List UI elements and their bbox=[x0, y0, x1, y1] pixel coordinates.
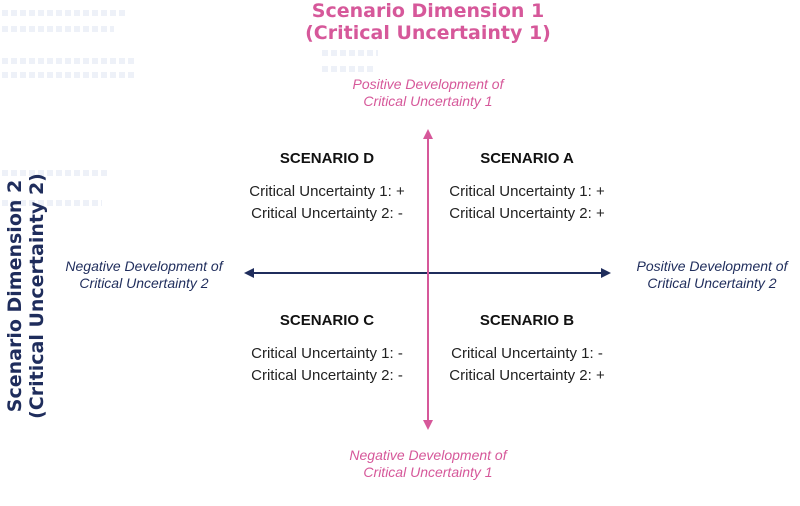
positive-cu2-label: Positive Development of Critical Uncerta… bbox=[600, 258, 800, 292]
vertical-axis bbox=[423, 129, 433, 430]
scenario-d-cu2: Critical Uncertainty 2: - bbox=[251, 205, 403, 222]
scenario-a-title: SCENARIO A bbox=[480, 150, 574, 167]
positive-cu2-label-line1: Positive Development of bbox=[636, 258, 788, 274]
positive-cu1-label-line2: Critical Uncertainty 1 bbox=[363, 93, 493, 109]
scenario-c: SCENARIO C Critical Uncertainty 1: - Cri… bbox=[227, 312, 427, 387]
scenario-c-title: SCENARIO C bbox=[279, 312, 375, 329]
scenario-a-cu1: Critical Uncertainty 1: + bbox=[449, 183, 605, 200]
faded-artifact bbox=[2, 58, 136, 64]
positive-cu2-label-line2: Critical Uncertainty 2 bbox=[647, 275, 777, 291]
scenario-b: SCENARIO B Critical Uncertainty 1: - Cri… bbox=[427, 312, 627, 387]
scenario-d-title: SCENARIO D bbox=[279, 150, 375, 167]
scenario-c-cu1: Critical Uncertainty 1: - bbox=[251, 345, 403, 362]
faded-artifact bbox=[322, 66, 376, 72]
negative-cu1-label: Negative Development of Critical Uncerta… bbox=[318, 447, 538, 481]
dimension-1-title: Scenario Dimension 1 (Critical Uncertain… bbox=[0, 0, 800, 44]
scenario-d-cu1: Critical Uncertainty 1: + bbox=[249, 183, 405, 200]
faded-artifact bbox=[2, 200, 102, 206]
faded-artifact bbox=[2, 72, 134, 78]
positive-cu1-label-line1: Positive Development of bbox=[352, 76, 504, 92]
scenario-b-title: SCENARIO B bbox=[479, 312, 575, 329]
right-arrowhead-icon bbox=[601, 268, 611, 278]
scenario-a: SCENARIO A Critical Uncertainty 1: + Cri… bbox=[427, 150, 627, 225]
scenario-c-cu2: Critical Uncertainty 2: - bbox=[251, 367, 403, 384]
scenario-b-cu2: Critical Uncertainty 2: + bbox=[449, 367, 605, 384]
dimension-1-title-line1: Scenario Dimension 1 bbox=[311, 0, 545, 22]
dimension-1-title-line2: (Critical Uncertainty 1) bbox=[305, 22, 551, 44]
scenario-a-cu2: Critical Uncertainty 2: + bbox=[449, 205, 605, 222]
scenario-b-cu1: Critical Uncertainty 1: - bbox=[451, 345, 603, 362]
faded-artifact bbox=[2, 170, 110, 176]
left-arrowhead-icon bbox=[244, 268, 254, 278]
up-arrowhead-icon bbox=[423, 129, 433, 139]
negative-cu2-label-line2: Critical Uncertainty 2 bbox=[79, 275, 209, 291]
faded-artifact bbox=[322, 50, 378, 56]
faded-artifact bbox=[2, 10, 128, 16]
negative-cu1-label-line2: Critical Uncertainty 1 bbox=[363, 464, 493, 480]
down-arrowhead-icon bbox=[423, 420, 433, 430]
negative-cu2-label: Negative Development of Critical Uncerta… bbox=[32, 258, 256, 292]
negative-cu1-label-line1: Negative Development of bbox=[349, 447, 507, 463]
negative-cu2-label-line1: Negative Development of bbox=[65, 258, 223, 274]
positive-cu1-label: Positive Development of Critical Uncerta… bbox=[318, 76, 538, 110]
scenario-d: SCENARIO D Critical Uncertainty 1: + Cri… bbox=[227, 150, 427, 225]
faded-artifact bbox=[2, 26, 114, 32]
